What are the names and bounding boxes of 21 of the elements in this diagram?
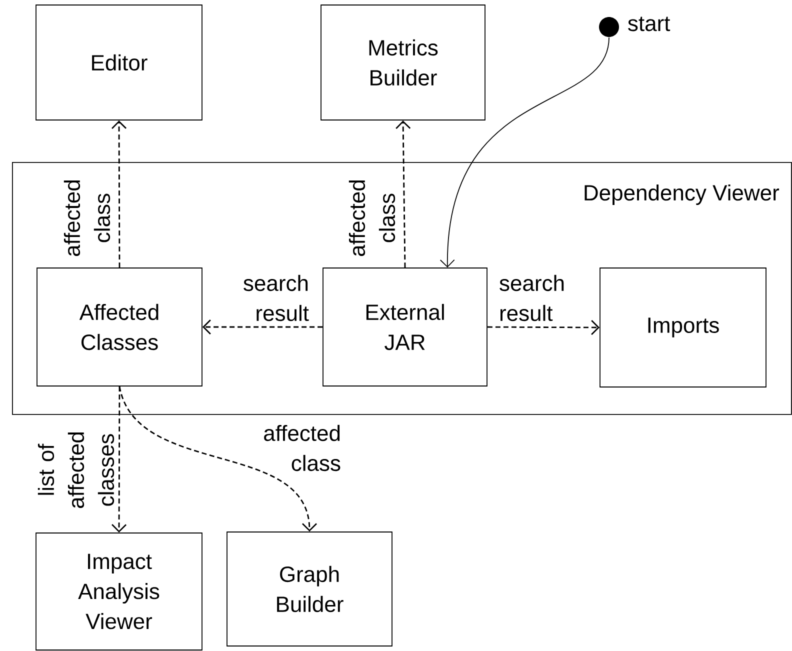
arrow (112, 386, 127, 533)
process-box: Imports (600, 268, 766, 388)
arrow (396, 120, 411, 268)
edge-label: list of affected classes (38, 432, 114, 508)
edge-label: affected class (348, 180, 396, 256)
edge-label: search result (244, 274, 309, 322)
arrow (440, 37, 610, 268)
edge-label: search result (500, 274, 564, 322)
arrow (112, 120, 127, 268)
edge-label: affected class (64, 180, 110, 256)
arrow (487, 320, 600, 335)
arrow (202, 320, 323, 334)
process-box: External JAR (322, 268, 488, 386)
process-box: Affected Classes (36, 268, 202, 386)
process-box: Impact Analysis Viewer (36, 532, 202, 650)
edge-label: affected class (264, 424, 340, 472)
process-box: Metrics Builder (320, 4, 486, 120)
process-box: Graph Builder (226, 532, 392, 646)
node-caption: start (628, 16, 670, 32)
process-box: Editor (36, 4, 202, 120)
arrow (118, 386, 317, 532)
